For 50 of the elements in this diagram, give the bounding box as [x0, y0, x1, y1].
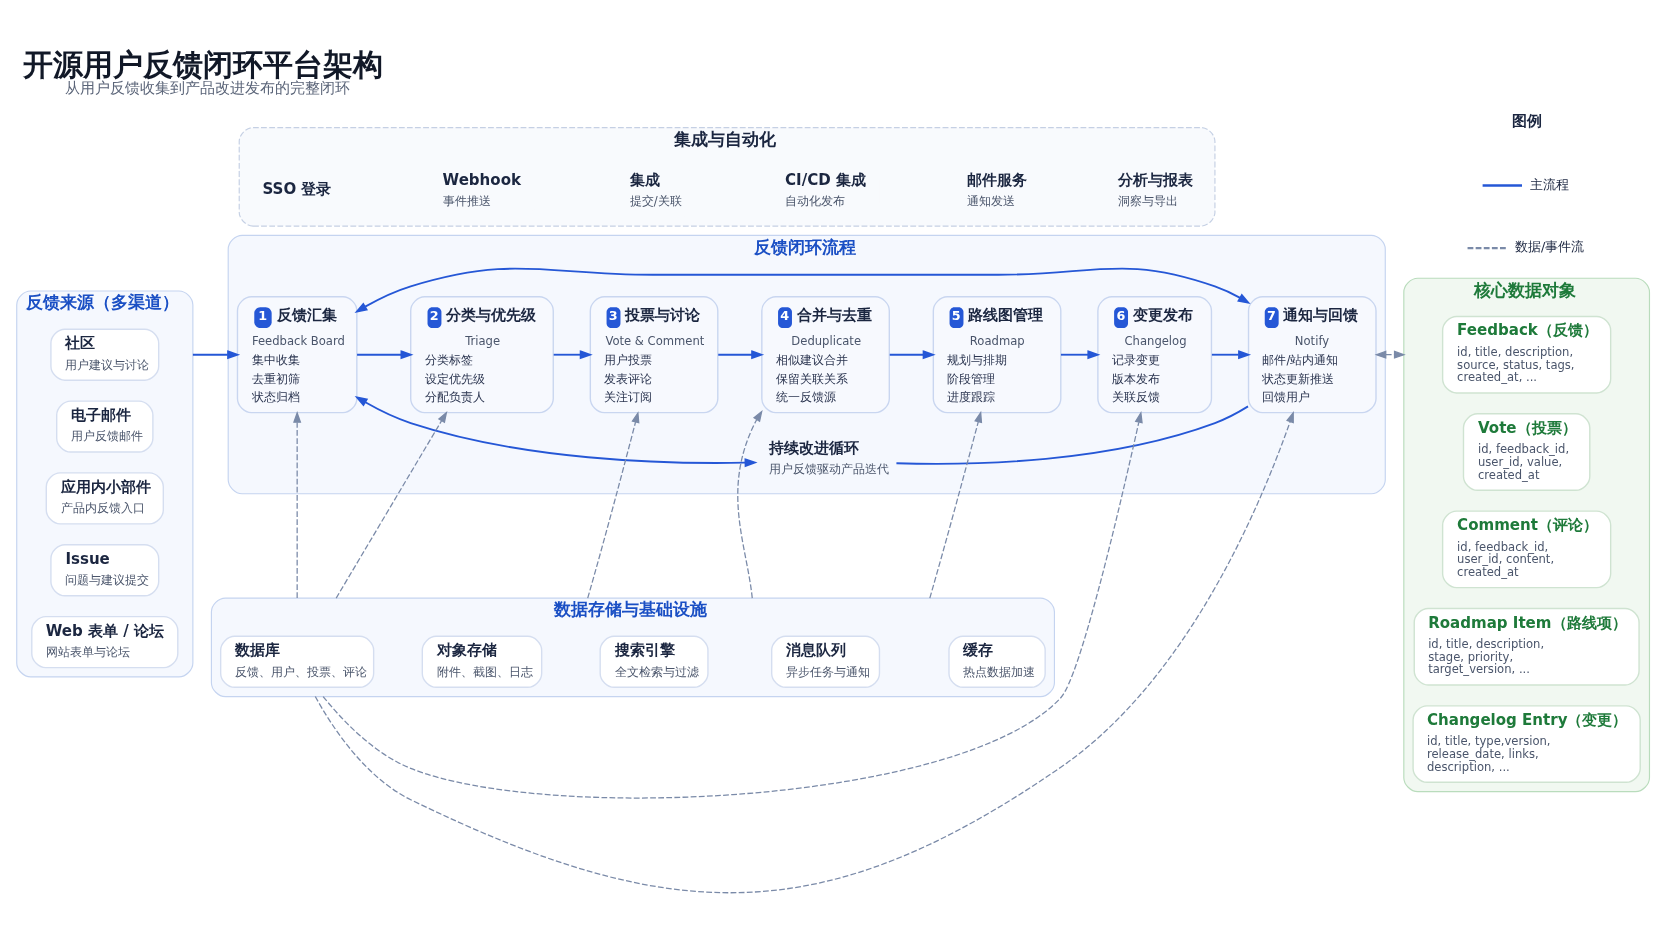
node-box: Comment（评论） id, feedback_id, user_id, content, created_at	[1441, 510, 1612, 589]
node-box: 电子邮件 用户反馈邮件	[56, 400, 154, 453]
arrow	[587, 411, 640, 599]
arrow	[737, 409, 763, 599]
node-box: 3 投票与讨论 Vote & Comment 用户投票 发表评论 关注订阅	[589, 296, 719, 414]
node-box: 社区 用户建议与讨论	[50, 328, 160, 381]
node-box: 5 路线图管理 Roadmap 规划与排期 阶段管理 进度跟踪	[932, 296, 1062, 414]
label: 图例	[1511, 111, 1542, 130]
node-box: 4 合并与去重 Deduplicate 相似建议合并 保留关联关系 统一反馈源	[761, 296, 890, 414]
arrow	[354, 267, 1251, 313]
arrow	[888, 350, 936, 360]
node-box: Vote（投票） id, feedback_id, user_id, value, created_at	[1462, 413, 1591, 491]
node-box: 应用内小部件 产品内反馈入口	[45, 472, 164, 525]
node-box: Web 表单 / 论坛 网站表单与论坛	[31, 615, 179, 669]
node-box: 6 变更发布 Changelog 记录变更 版本发布 关联反馈	[1097, 296, 1213, 414]
node-box: 消息队列 异步任务与通知	[771, 635, 881, 688]
node-box: Issue 问题与建议提交	[50, 544, 160, 597]
node-box: 7 通知与回馈 Notify 邮件/站内通知 状态更新推送 回馈用户	[1247, 296, 1377, 414]
node-text: 邮件服务 通知发送	[966, 170, 1027, 209]
node-box: Roadmap Item（路线项） id, title, description, stage, priority, target_version, ...	[1413, 607, 1640, 686]
arrow	[552, 350, 593, 360]
node-box: 对象存储 附件、截图、日志	[421, 635, 543, 688]
arrow	[1374, 350, 1406, 359]
node-box: 搜索引擎 全文检索与过滤	[599, 635, 709, 688]
node-box: Changelog Entry（变更） id, title, type,version, release_date, links, description, ...	[1412, 705, 1641, 783]
node-box: 缓存 热点数据加速	[948, 635, 1046, 688]
node-box: 2 分类与优先级 Triage 分类标签 设定优先级 分配负责人	[410, 296, 554, 414]
node-box: Feedback（反馈） id, title, description, source, status, tags, created_at, ...	[1441, 315, 1612, 394]
node-text: 分析与报表 洞察与导出	[1117, 170, 1193, 209]
node-text: CI/CD 集成 自动化发布	[785, 170, 866, 209]
arrow	[929, 410, 983, 599]
legend-label: 主流程	[1530, 176, 1570, 192]
arrow	[335, 411, 448, 599]
arrow	[717, 350, 765, 360]
node-text: SSO 登录	[262, 180, 332, 199]
arrow	[1210, 350, 1252, 360]
arrow	[322, 411, 1143, 799]
arrow	[1060, 350, 1101, 360]
node-text: Webhook 事件推送	[442, 170, 522, 209]
node-box: 数据库 反馈、用户、投票、评论	[220, 635, 375, 688]
node-text: 集成 提交/关联	[629, 170, 682, 209]
connector	[895, 405, 1249, 465]
node-text: 持续改进循环 用户反馈驱动产品迭代	[768, 438, 889, 476]
arrow	[293, 411, 302, 599]
arrow	[356, 350, 414, 360]
node-box: 1 反馈汇集 Feedback Board 集中收集 去重初筛 状态归档	[236, 296, 358, 414]
legend-label: 数据/事件流	[1515, 239, 1585, 255]
arrow	[314, 410, 1294, 894]
arrow	[354, 395, 758, 468]
arrow	[191, 350, 241, 360]
